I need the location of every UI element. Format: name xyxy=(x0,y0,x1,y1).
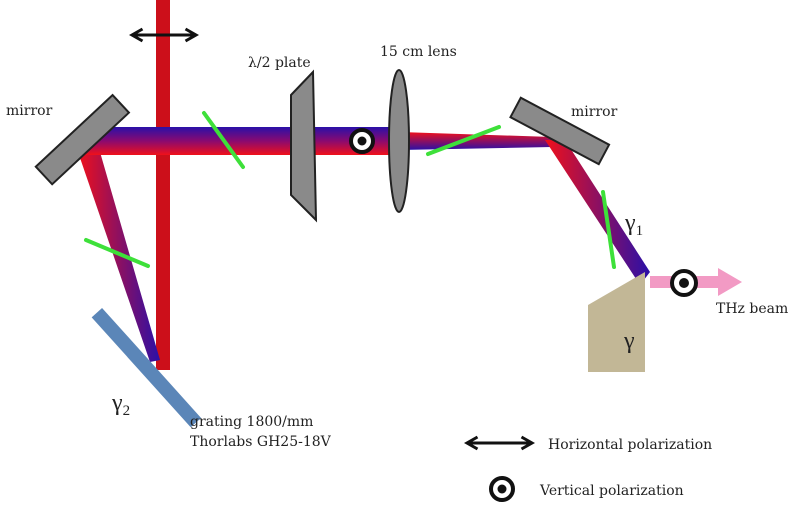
pulse-fronts xyxy=(84,111,616,269)
lens-label: 15 cm lens xyxy=(380,44,457,60)
thz-beam-label: THz beam xyxy=(716,301,788,317)
thz-polarization-marker xyxy=(670,269,698,297)
nonlinear-crystal xyxy=(588,272,645,372)
legend-vertical-label: Vertical polarization xyxy=(539,483,684,499)
half-wave-plate-label: λ/2 plate xyxy=(248,55,311,71)
grating-model-label: Thorlabs GH25-18V xyxy=(190,434,332,450)
legend-vertical-marker xyxy=(489,476,515,502)
grating-label: grating 1800/mm xyxy=(190,414,313,430)
beam-to-crystal xyxy=(545,140,650,285)
mirror-left-label: mirror xyxy=(6,103,53,119)
mirror-left xyxy=(34,93,131,186)
thz-arrowhead xyxy=(718,268,742,296)
legend-horizontal-label: Horizontal polarization xyxy=(548,437,712,453)
gamma-label: γ xyxy=(623,328,635,354)
half-wave-plate xyxy=(290,69,318,223)
focused-beam xyxy=(400,132,552,150)
main-beam xyxy=(78,127,400,155)
grating xyxy=(91,307,202,428)
legend: Horizontal polarization Vertical polariz… xyxy=(463,435,712,502)
pump-beam xyxy=(156,0,170,370)
gamma1-label: γ1 xyxy=(624,210,643,239)
vertical-polarization-marker xyxy=(349,128,375,154)
diffracted-beam xyxy=(78,152,160,362)
mirror-right xyxy=(509,96,611,166)
gamma2-label: γ2 xyxy=(111,390,130,419)
lens xyxy=(388,69,410,213)
mirror-right-label: mirror xyxy=(571,104,618,120)
